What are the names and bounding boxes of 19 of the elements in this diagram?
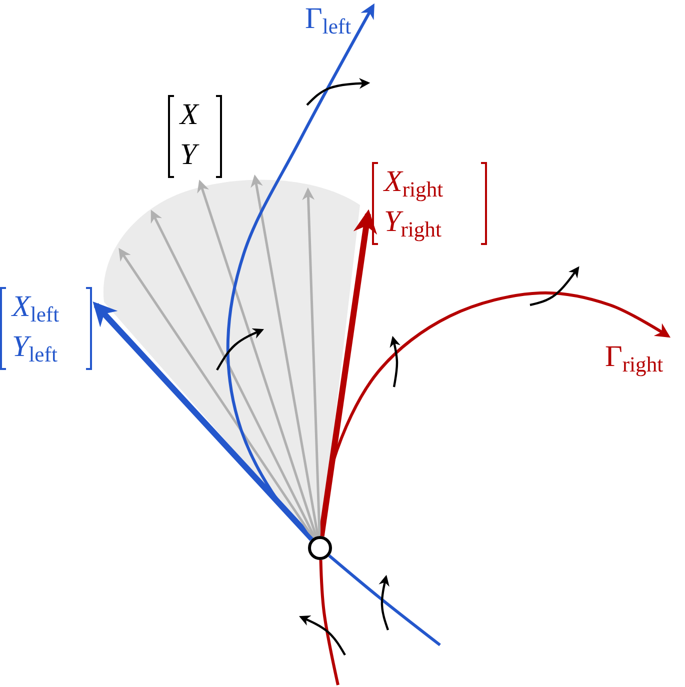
vector-arrow bbox=[197, 180, 318, 537]
vector-entry: Y$_{left}$ bbox=[12, 332, 58, 366]
vector-entry: X bbox=[180, 100, 198, 130]
vector-arrow bbox=[302, 188, 321, 536]
curve bbox=[319, 560, 340, 686]
vector-entry: X$_{left}$ bbox=[12, 292, 60, 326]
vector-arrow bbox=[150, 210, 316, 538]
vector-arrow bbox=[118, 248, 314, 539]
vector-entry: X$_{right}$ bbox=[384, 167, 444, 201]
curve bbox=[328, 554, 441, 646]
curve-label: Γ$_{right}$ bbox=[605, 342, 664, 376]
vector-entry: Y$_{right}$ bbox=[384, 207, 442, 241]
vector-entry: Y bbox=[180, 140, 197, 170]
curve-label: Γ$_{left}$ bbox=[305, 4, 352, 38]
point-marker bbox=[308, 536, 332, 560]
vector-arrow bbox=[318, 209, 378, 536]
curve bbox=[226, 3, 374, 540]
curve bbox=[320, 291, 671, 536]
vector-arrow bbox=[250, 174, 320, 536]
